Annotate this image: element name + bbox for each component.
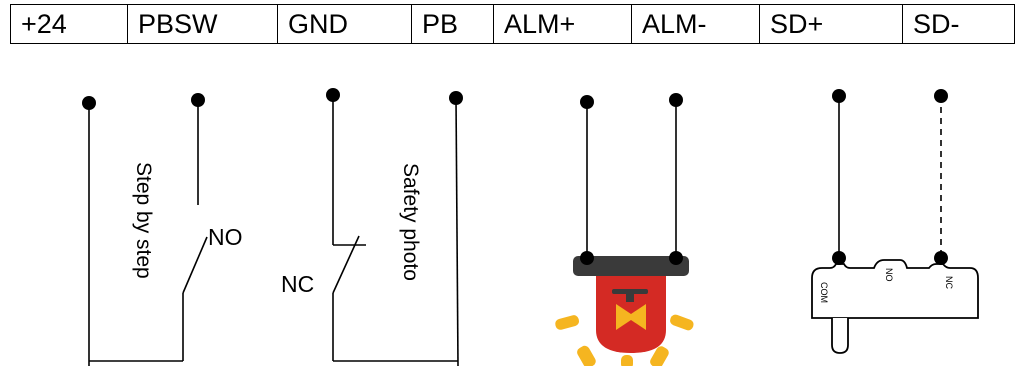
terminal-label: PBSW [128,5,278,43]
terminal-dot [449,91,463,105]
terminal-label: PB [412,5,494,43]
nc-contact-label: NC [281,271,314,297]
step-by-step-circuit: NO Step by step [82,93,243,366]
microswitch-nc-label: NC [944,276,954,289]
terminal-dot [82,96,96,110]
terminal-dot [934,251,948,265]
safety-photo-label: Safety photo [399,163,422,281]
alarm-lamp-circuit [580,93,683,258]
terminal-dot [669,251,683,265]
terminal-dot [669,93,683,107]
terminal-label: +24 [11,5,128,43]
microswitch-com-label: COM [819,282,829,303]
no-contact-label: NO [208,224,243,250]
warning-lamp-icon [555,256,694,366]
terminal-header: +24 PBSW GND PB ALM+ ALM- SD+ SD- [10,4,1015,44]
sd-circuit [832,89,948,258]
terminal-dot [191,93,205,107]
terminal-label: SD- [913,8,960,39]
terminal-dot [580,95,594,109]
terminal-dot [832,251,846,265]
terminal-dot [580,251,594,265]
terminal-label: SD+ [760,5,903,43]
microswitch-icon: COM NO NC [811,259,979,354]
terminal-label: ALM- [632,5,760,43]
terminal-dot [326,88,340,102]
microswitch-no-label: NO [884,268,894,282]
terminal-label: ALM+ [494,5,632,43]
terminal-dot [934,89,948,103]
terminal-dot [832,89,846,103]
step-by-step-label: Step by step [132,162,155,279]
safety-photo-circuit: NC Safety photo [281,88,463,366]
terminal-label: GND [278,5,412,43]
